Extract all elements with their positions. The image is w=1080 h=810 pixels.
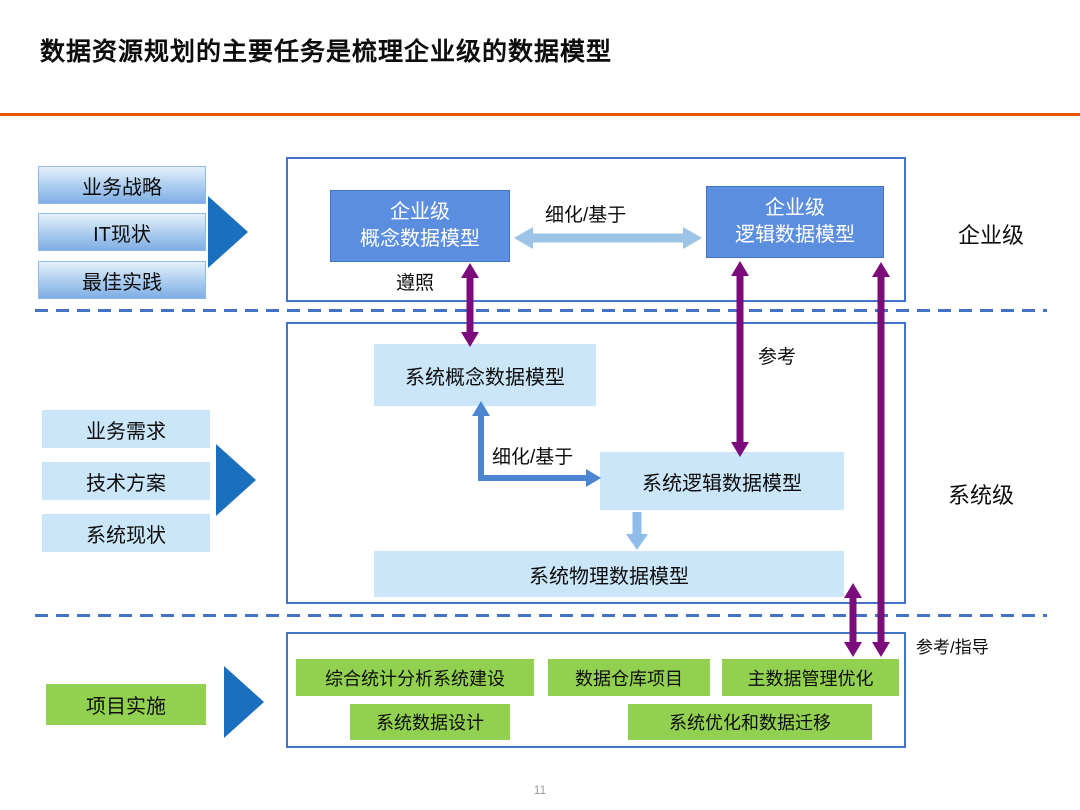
input-box-system-status: 系统现状 [42,514,210,552]
system-level-section-frame [286,322,906,604]
section-divider-dashed-line [35,309,1047,312]
system-level-side-label: 系统级 [948,483,1015,508]
title-accent-line [0,113,1080,116]
input-box-best-practice: 最佳实践 [38,261,206,299]
reference-arrow-label: 参考 [758,347,797,368]
project-level-section-frame [286,632,906,748]
guidance-arrow-label: 参考/指导 [916,638,989,657]
system-logical-model-box: 系统逻辑数据模型 [600,452,844,510]
slide-title: 数据资源规划的主要任务是梳理企业级的数据模型 [40,38,613,66]
input-box-business-requirements: 业务需求 [42,410,210,448]
right-triangle-arrow-icon [216,444,256,516]
system-physical-model-box: 系统物理数据模型 [374,551,844,597]
input-box-business-strategy: 业务战略 [38,166,206,204]
system-conceptual-model-box: 系统概念数据模型 [374,344,596,406]
right-triangle-arrow-icon [224,666,264,738]
refine-arrow-label-enterprise: 细化/基于 [545,205,627,226]
input-box-project-implementation: 项目实施 [46,684,206,725]
input-box-it-status: IT现状 [38,213,206,251]
right-triangle-arrow-icon [208,196,248,268]
enterprise-level-side-label: 企业级 [958,223,1025,248]
section-divider-dashed-line [35,614,1047,617]
project-box-optimization-migration: 系统优化和数据迁移 [628,704,872,740]
input-box-technical-solution: 技术方案 [42,462,210,500]
comply-arrow-label: 遵照 [396,273,435,294]
enterprise-logical-model-box: 企业级 逻辑数据模型 [706,186,884,258]
project-box-data-warehouse: 数据仓库项目 [548,659,710,696]
enterprise-conceptual-model-box: 企业级 概念数据模型 [330,190,510,262]
page-number: 11 [533,783,547,797]
refine-arrow-label-system: 细化/基于 [492,447,574,468]
project-box-master-data: 主数据管理优化 [722,659,899,696]
enterprise-level-section-frame [286,157,906,302]
project-box-statistics-system: 综合统计分析系统建设 [296,659,534,696]
project-box-system-data-design: 系统数据设计 [350,704,510,740]
